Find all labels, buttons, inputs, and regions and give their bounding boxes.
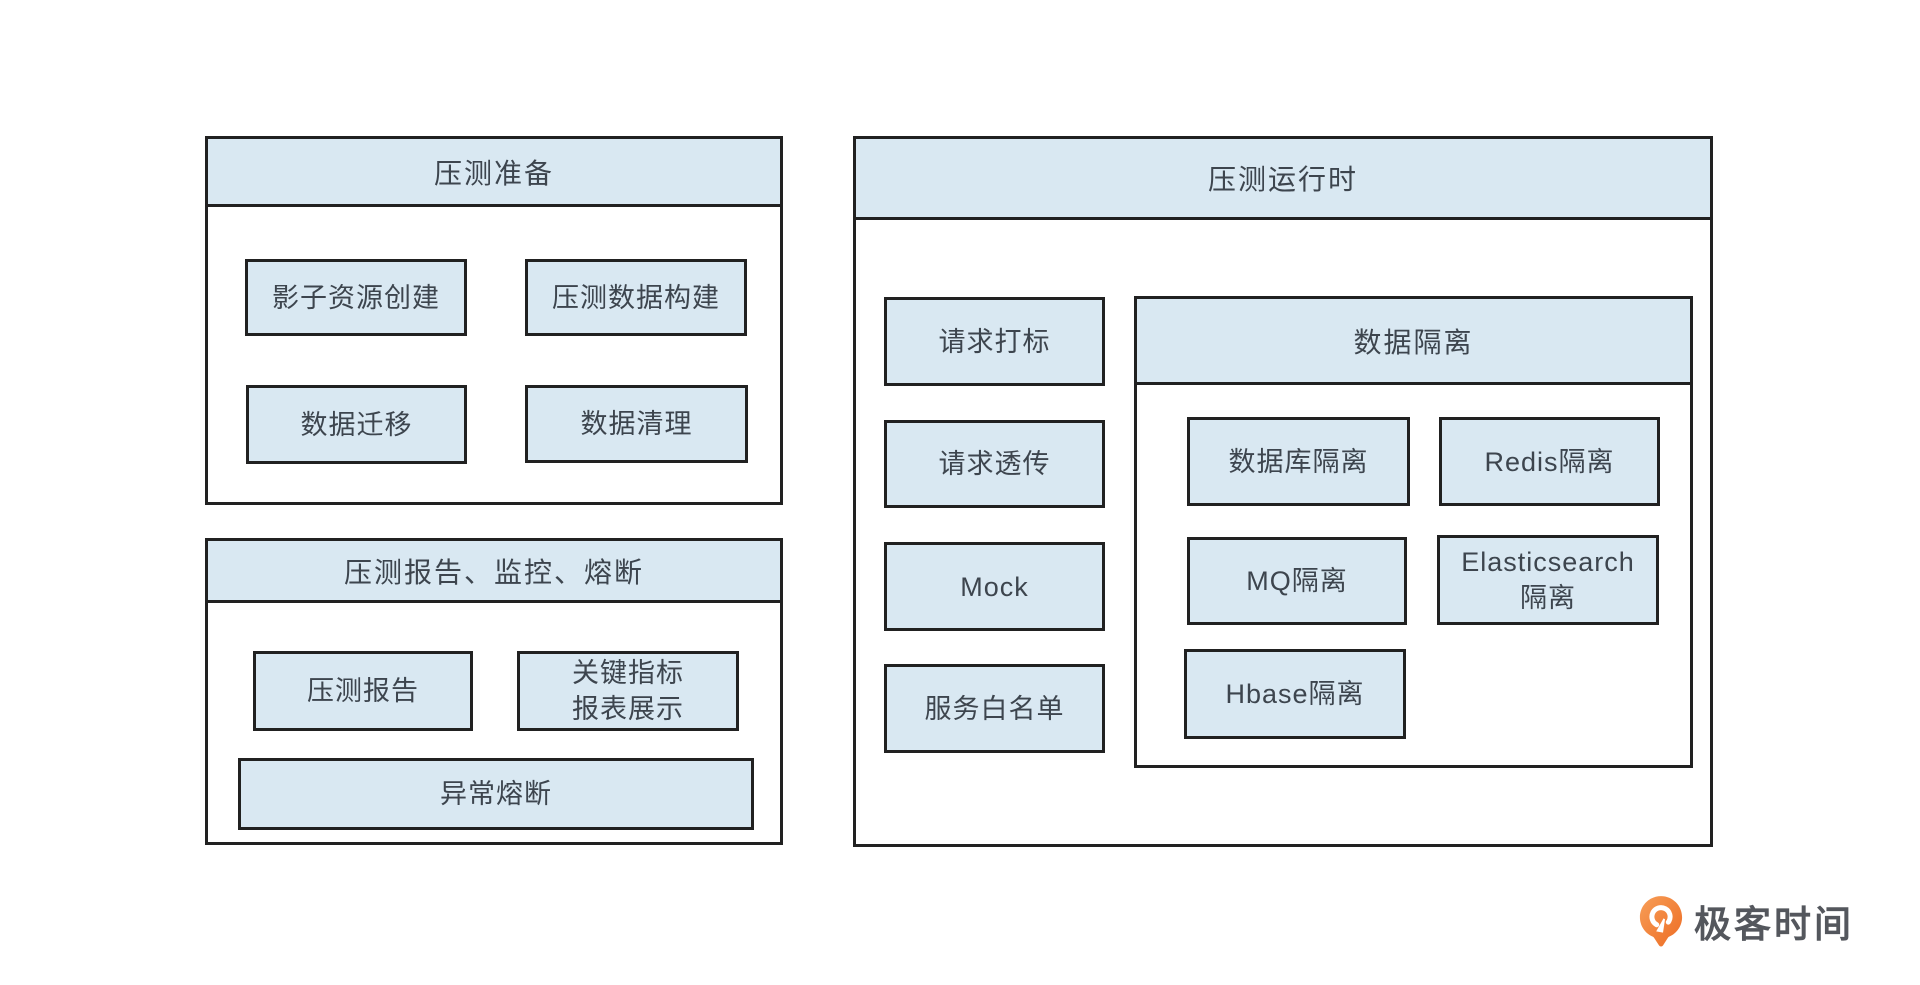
node-data-cleanup: 数据清理 [525,385,748,463]
geektime-pin-icon [1638,895,1684,948]
node-service-whitelist: 服务白名单 [884,664,1105,753]
panel-prep: 压测准备 影子资源创建 压测数据构建 数据迁移 数据清理 [205,136,783,505]
node-hbase-isolation: Hbase隔离 [1184,649,1406,739]
panel-report-header: 压测报告、监控、熔断 [208,541,780,603]
node-data-migration: 数据迁移 [246,385,467,464]
panel-report: 压测报告、监控、熔断 压测报告 关键指标 报表展示 异常熔断 [205,538,783,845]
brand-name: 极客时间 [1694,904,1854,945]
panel-runtime-title: 压测运行时 [1207,164,1358,195]
node-database-isolation: 数据库隔离 [1187,417,1410,506]
brand-logo: 极客时间 [1638,894,1854,948]
panel-runtime-header: 压测运行时 [856,139,1710,220]
node-shadow-resource-create: 影子资源创建 [245,259,467,336]
node-request-passthrough: 请求透传 [884,420,1105,508]
panel-prep-title: 压测准备 [433,157,554,189]
node-loadtest-report: 压测报告 [253,651,473,731]
panel-data-isolation: 数据隔离 数据库隔离 Redis隔离 MQ隔离 Elasticsearch 隔离… [1134,296,1693,768]
panel-data-isolation-title: 数据隔离 [1353,326,1474,358]
node-key-metrics-display: 关键指标 报表展示 [517,651,739,731]
node-loadtest-data-build: 压测数据构建 [525,259,747,336]
panel-prep-header: 压测准备 [208,139,780,207]
node-elasticsearch-isolation: Elasticsearch 隔离 [1437,535,1659,625]
node-request-tagging: 请求打标 [884,297,1105,386]
node-redis-isolation: Redis隔离 [1439,417,1660,506]
node-mock: Mock [884,542,1105,631]
panel-data-isolation-header: 数据隔离 [1137,299,1690,385]
node-exception-circuit-break: 异常熔断 [238,758,754,830]
panel-report-title: 压测报告、监控、熔断 [343,556,644,588]
panel-runtime: 压测运行时 请求打标 请求透传 Mock 服务白名单 数据隔离 数据库隔离 Re… [853,136,1713,847]
node-mq-isolation: MQ隔离 [1187,537,1407,625]
